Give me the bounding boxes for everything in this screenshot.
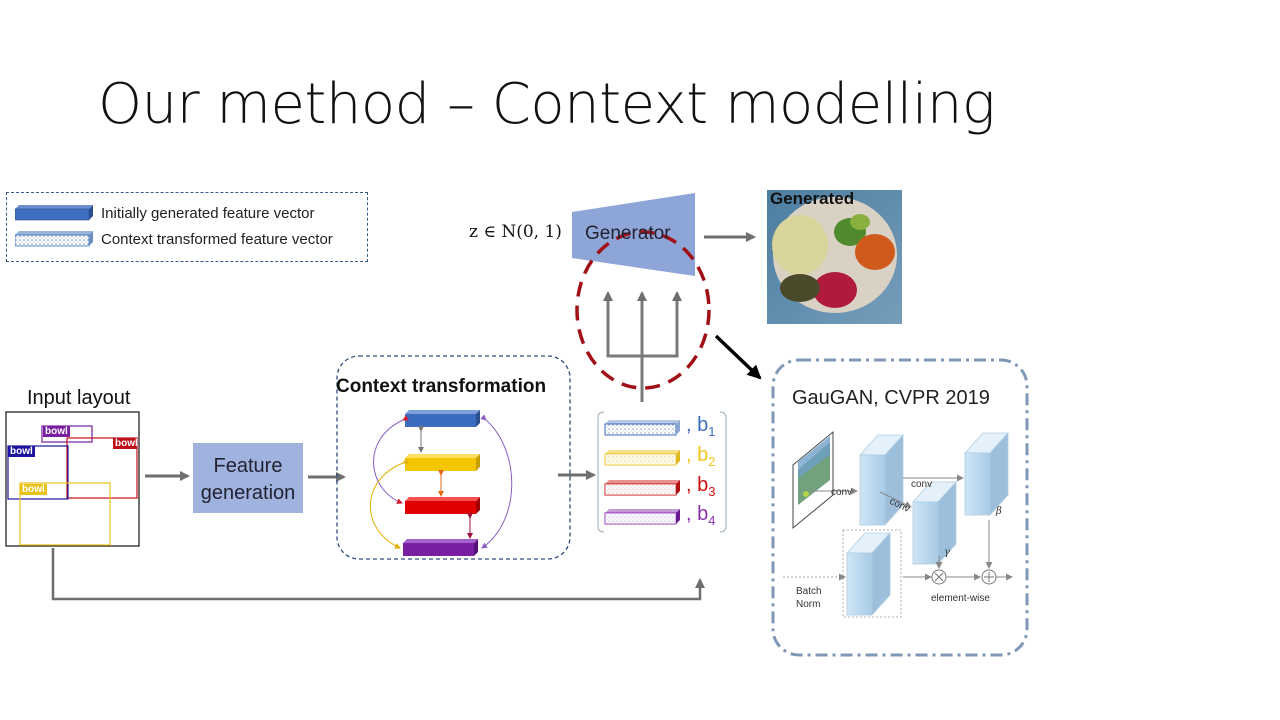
vector-b4-shape (604, 509, 680, 525)
gaugan-conv-2: conv (911, 479, 933, 490)
context-transformation-label: Context transformation (336, 376, 547, 397)
arrow-layout-skip (51, 548, 705, 601)
vector-label-b1: , b1 (686, 414, 716, 439)
gaugan-title: GauGAN, CVPR 2019 (792, 387, 990, 409)
textured-vector-icon (15, 231, 93, 247)
legend-item-context: Context transformed feature vector (15, 230, 333, 248)
vector-b3-shape (604, 480, 680, 496)
generated-label: Generated (770, 189, 855, 208)
vector-label-b2: , b2 (686, 444, 716, 469)
curve-yellow-purple (369, 458, 409, 549)
feature-generation-line1: Feature (213, 455, 283, 477)
feature-generation-label: Feature generation (193, 453, 303, 507)
generator-label: Generator (585, 223, 671, 244)
feature-generation-box (193, 443, 303, 513)
layout-box-label-3: bowl (10, 446, 33, 457)
legend-item-initial: Initially generated feature vector (15, 204, 314, 222)
legend-label-initial: Initially generated feature vector (101, 204, 315, 222)
input-layout-frame (5, 411, 140, 547)
arrow-to-gaugan (714, 334, 762, 380)
legend: Initially generated feature vector Conte… (6, 192, 368, 262)
focus-ellipse (575, 230, 711, 390)
layout-box-label-1: bowl (45, 426, 68, 437)
curve-blue-purple (480, 414, 513, 549)
bar-blue (405, 410, 480, 427)
vector-label-b3: , b3 (686, 474, 716, 499)
vector-bracket-right (719, 411, 727, 533)
bar-red (405, 497, 480, 514)
noise-label: z ∈ N(0, 1) (469, 222, 562, 242)
layout-box-label-2: bowl (115, 438, 138, 449)
gaugan-box (771, 358, 1029, 657)
gaugan-norm-label: Norm (796, 599, 821, 610)
gaugan-batch-norm: Batch Norm (796, 585, 822, 611)
generator-shape (572, 193, 695, 276)
feature-generation-line2: generation (200, 482, 296, 504)
input-layout-label: Input layout (27, 387, 131, 409)
bar-purple (403, 539, 478, 556)
curve-blue-red (373, 415, 409, 505)
bar-yellow (405, 454, 480, 471)
vector-b1-shape (604, 420, 680, 436)
gaugan-batch-label: Batch (796, 586, 822, 597)
gaugan-beta: β (996, 506, 1002, 517)
gaugan-diagram (783, 430, 1013, 618)
page-title: Our method – Context modelling (98, 72, 996, 137)
layout-box-label-4: bowl (22, 484, 45, 495)
context-transformation-box (336, 355, 571, 560)
vector-bracket-left (597, 411, 605, 533)
gaugan-conv-1: conv (831, 487, 853, 498)
legend-label-context: Context transformed feature vector (101, 230, 333, 248)
vector-b2-shape (604, 450, 680, 466)
generated-image (767, 190, 902, 324)
gaugan-element-wise: element-wise (931, 593, 990, 604)
trident-arrows (603, 291, 682, 402)
gaugan-gamma: γ (944, 547, 950, 558)
vector-label-b4: , b4 (686, 503, 716, 528)
solid-vector-icon (15, 205, 93, 221)
